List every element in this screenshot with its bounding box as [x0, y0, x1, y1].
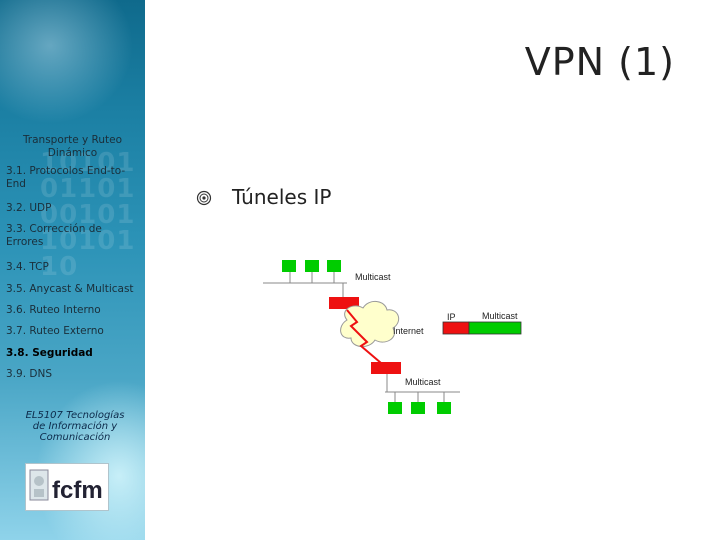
fiber-glow-image: [35, 380, 145, 540]
packet-ip-label: IP: [447, 312, 456, 322]
host-icon: [327, 260, 341, 272]
host-icon: [388, 402, 402, 414]
host-icon: [282, 260, 296, 272]
sidebar-item-anycast[interactable]: 3.5. Anycast & Multicast: [6, 283, 134, 295]
sidebar-item-ruteo-externo[interactable]: 3.7. Ruteo Externo: [6, 325, 104, 337]
bottom-multicast-label: Multicast: [405, 377, 441, 387]
binary-background: 1010101101001011010110: [40, 148, 136, 282]
sidebar: 1010101101001011010110: [0, 0, 145, 540]
sidebar-title: Transporte y Ruteo Dinámico: [22, 134, 123, 159]
satellite-dish-image: [0, 0, 140, 130]
sidebar-item-ruteo-interno[interactable]: 3.6. Ruteo Interno: [6, 304, 101, 316]
bullet-text: Túneles IP: [232, 185, 332, 209]
internet-label: Internet: [393, 326, 424, 336]
sidebar-item-dns[interactable]: 3.9. DNS: [6, 368, 52, 380]
packet-payload-label: Multicast: [482, 311, 518, 321]
sidebar-item-protocolos[interactable]: 3.1. Protocolos End-to-End: [6, 165, 126, 190]
course-label: EL5107 Tecnologías de Información y Comu…: [25, 410, 125, 443]
sidebar-item-seguridad[interactable]: 3.8. Seguridad: [6, 347, 93, 359]
vpn-tunnel-diagram: Multicast Internet Multicast IP Multicas…: [263, 260, 522, 414]
packet-ip-header: [442, 321, 470, 335]
internet-cloud-icon: [340, 301, 400, 347]
logo-text: fcfm: [52, 477, 103, 504]
tunnel-bolt: [346, 309, 382, 364]
bullet-icon: [196, 190, 212, 206]
host-icon: [411, 402, 425, 414]
host-icon: [305, 260, 319, 272]
sidebar-item-correccion[interactable]: 3.3. Corrección de Errores: [6, 223, 102, 248]
header-area: [145, 0, 720, 130]
sidebar-item-udp[interactable]: 3.2. UDP: [6, 202, 52, 214]
top-multicast-label: Multicast: [355, 272, 391, 282]
router-icon: [371, 362, 401, 374]
slide-title: VPN (1): [524, 40, 675, 84]
host-icon: [437, 402, 451, 414]
packet-payload: [468, 321, 522, 335]
sidebar-item-tcp[interactable]: 3.4. TCP: [6, 261, 49, 273]
fcfm-logo: fcfm: [25, 463, 109, 511]
